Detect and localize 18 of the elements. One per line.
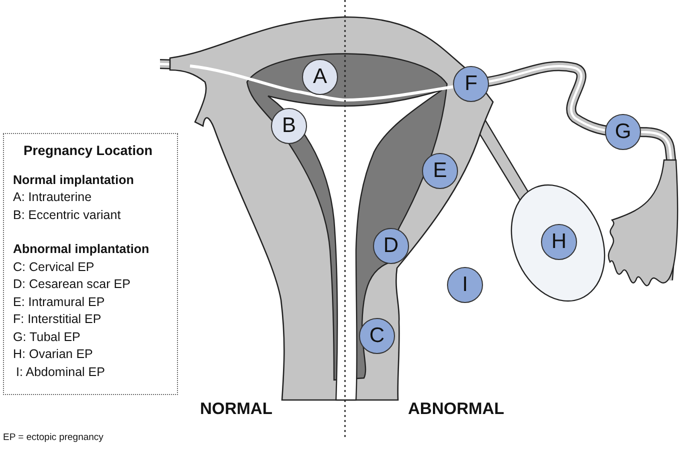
section-label: NORMAL <box>200 400 272 419</box>
legend-entry: I: Abdominal EP <box>16 364 106 380</box>
legend-title: Pregnancy Location <box>22 142 154 160</box>
legend-entry: D: Cesarean scar EP <box>13 276 132 293</box>
legend-heading: Abnormal implantation <box>13 241 150 258</box>
location-marker: G <box>605 114 641 150</box>
legend-heading: Normal implantation <box>13 172 135 189</box>
legend-entry: G: Tubal EP <box>13 328 82 346</box>
footnote: EP = ectopic pregnancy <box>3 432 104 443</box>
legend-panel <box>3 133 178 395</box>
legend-entry: H: Ovarian EP <box>13 346 94 363</box>
legend-entry: B: Eccentric variant <box>13 206 122 224</box>
legend-entry: A: Intrauterine <box>13 189 93 206</box>
location-marker: I <box>447 267 483 303</box>
legend-entry: F: Interstitial EP <box>13 311 102 328</box>
legend-entry: C: Cervical EP <box>13 258 96 276</box>
legend-entry: E: Intramural EP <box>13 294 106 310</box>
section-label: ABNORMAL <box>408 400 504 419</box>
